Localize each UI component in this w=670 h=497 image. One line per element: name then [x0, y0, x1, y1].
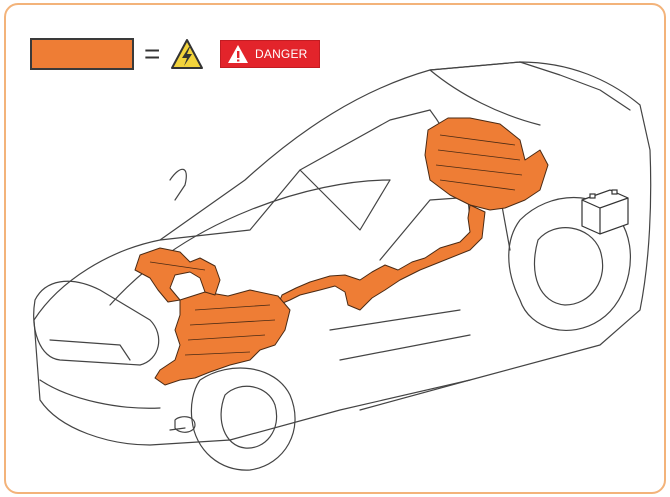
high-voltage-battery: [425, 118, 548, 210]
high-voltage-components: [135, 118, 548, 385]
auxiliary-battery: [582, 190, 628, 234]
car-body-outline: [34, 62, 651, 470]
